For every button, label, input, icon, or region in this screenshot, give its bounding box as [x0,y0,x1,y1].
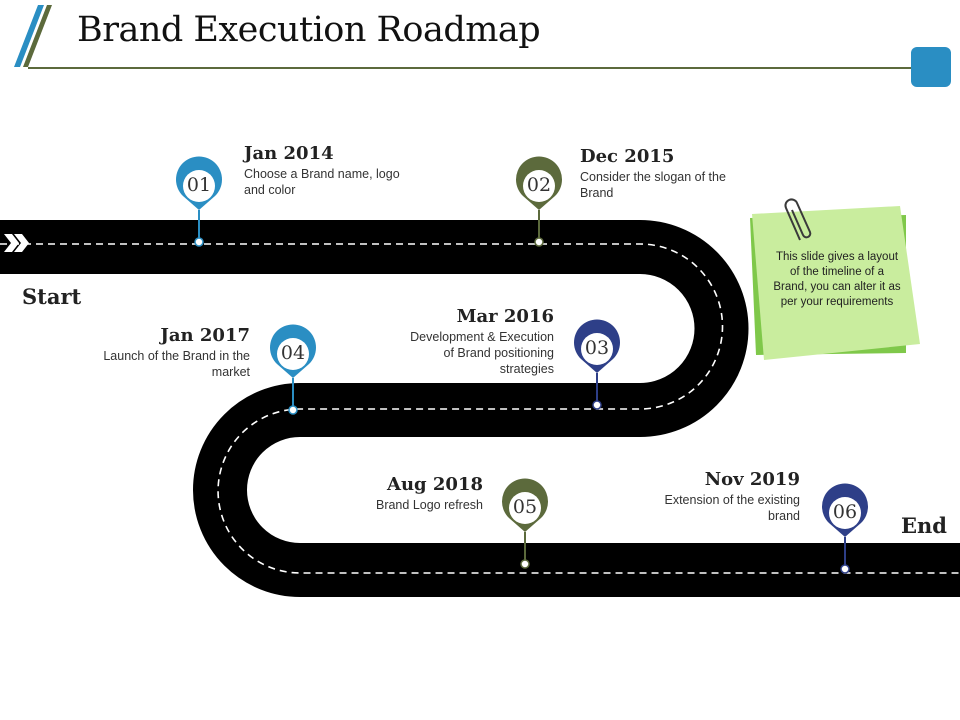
milestone-description: Brand Logo refresh [375,498,483,512]
milestone-number: 05 [512,496,538,518]
page-title: Brand Execution Roadmap [77,10,541,50]
sticky-note-text: This slide gives a layout of the timelin… [773,251,901,308]
start-label: Start [22,284,82,309]
milestone-number: 04 [280,342,306,364]
milestone-description: Extension of the existing brand [664,493,801,523]
corner-accent-square [911,47,951,87]
milestone-number: 06 [832,501,858,523]
milestone-description: Choose a Brand name, logo and color [244,167,400,197]
milestone-pin [574,319,620,410]
slash-decoration-icon [14,5,52,67]
milestone-pin [176,156,223,247]
milestone-description: Development & Execution of Brand positio… [410,330,554,376]
milestone-date: Dec 2015 [580,146,675,167]
milestone-pin [502,478,548,569]
sticky-note [750,198,920,360]
milestone-pin [516,156,562,247]
milestone-description: Launch of the Brand in the market [103,349,250,379]
milestone-pin [822,483,868,574]
milestone-description: Consider the slogan of the Brand [580,170,726,200]
milestone-date: Mar 2016 [456,306,554,327]
milestone-number: 02 [526,174,552,196]
start-arrow-icon [4,234,29,252]
road-centerline [0,243,960,574]
milestone-number: 03 [584,337,610,359]
end-label: End [901,513,947,538]
milestone-date: Jan 2017 [160,325,250,346]
milestone-date: Nov 2019 [704,469,800,490]
sticky-note-front [752,206,920,360]
paperclip-icon [784,198,812,241]
road-surface [0,220,960,597]
title-slashes [0,0,60,77]
milestone-date: Jan 2014 [244,143,334,164]
milestone-number: 01 [186,174,212,196]
title-underline [28,67,914,69]
milestone-pin [270,324,316,415]
milestone-date: Aug 2018 [386,474,483,495]
